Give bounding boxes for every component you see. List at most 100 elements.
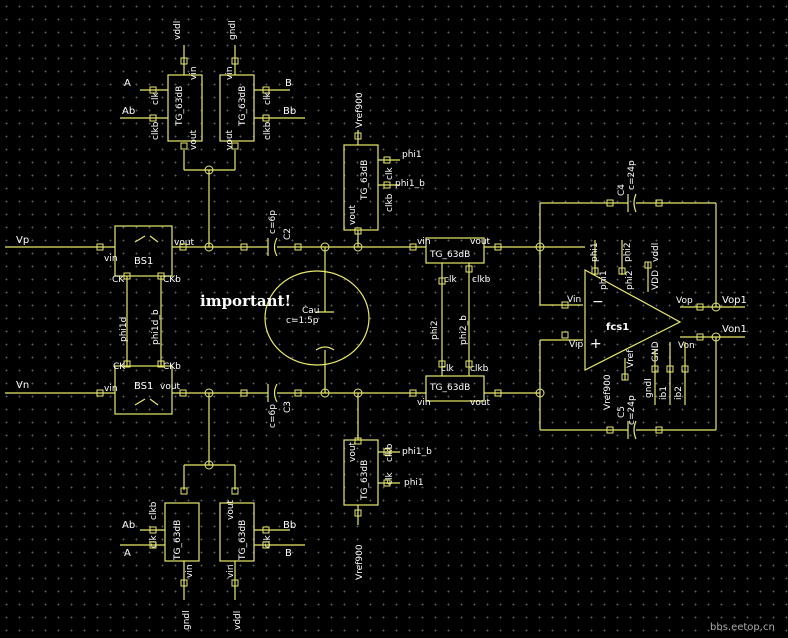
- net-vref900-top: Vref900: [355, 92, 365, 128]
- tg-top-right[interactable]: TG_63dB vin vout clk clkb: [219, 45, 305, 150]
- cap-c4[interactable]: C4 c=24p: [617, 160, 637, 213]
- net-phi1d: phi1d: [119, 317, 129, 342]
- wires: [5, 130, 745, 525]
- svg-text:c=1.5p: c=1.5p: [286, 316, 319, 326]
- svg-text:vout: vout: [174, 238, 195, 248]
- svg-text:clkb: clkb: [472, 275, 491, 285]
- net-vddl-op: vddl: [651, 243, 661, 262]
- cap-c2[interactable]: c=6p C2: [267, 210, 293, 257]
- important-annotation: important!: [200, 292, 291, 310]
- net-phi1-bottom: phi1: [404, 478, 424, 488]
- svg-text:clkb: clkb: [263, 121, 273, 140]
- highlight-ellipse: [264, 270, 370, 366]
- svg-text:vin: vin: [189, 66, 199, 80]
- svg-text:fcs1: fcs1: [606, 322, 629, 333]
- svg-text:C5: C5: [617, 406, 627, 418]
- cap-c3[interactable]: c=6p C3: [267, 383, 293, 428]
- net-phi1b-bottom: phi1_b: [402, 447, 432, 457]
- svg-text:C3: C3: [283, 401, 293, 413]
- svg-text:CKb: CKb: [163, 275, 181, 285]
- svg-text:Vref: Vref: [626, 349, 636, 368]
- tg-vref-bottom[interactable]: TG_63dB vout clkb clk: [343, 439, 400, 506]
- svg-text:c=6p: c=6p: [268, 404, 278, 428]
- svg-text:vin: vin: [417, 398, 431, 408]
- net-B-top: B: [285, 78, 292, 89]
- svg-text:clkb: clkb: [385, 193, 395, 212]
- svg-text:clk: clk: [263, 92, 273, 105]
- pin-ib2: ib2: [674, 386, 684, 400]
- svg-text:+: +: [590, 336, 602, 352]
- svg-text:vout: vout: [470, 398, 491, 408]
- net-vn: Vn: [16, 380, 29, 391]
- svg-text:clk: clk: [151, 92, 161, 105]
- cap-c5[interactable]: C5 c=24p: [617, 395, 637, 440]
- opamp-fcs1[interactable]: fcs1 Vin Vip − + Vop Von phi1 phi2 VDD V…: [567, 240, 695, 405]
- svg-text:clk: clk: [441, 364, 454, 374]
- svg-text:GND: GND: [651, 341, 661, 362]
- svg-text:vin: vin: [104, 384, 118, 394]
- net-phi2-b: phi2_b: [459, 315, 469, 345]
- bs1-bottom[interactable]: BS1 vin vout CK CKb: [104, 362, 181, 415]
- net-gndl-op: gndl: [644, 378, 654, 398]
- svg-text:clk: clk: [263, 535, 273, 548]
- net-gndl-top: gndl: [228, 20, 238, 40]
- svg-text:TG_63dB: TG_63dB: [360, 460, 370, 501]
- net-phi1d-b: phi1d_b: [151, 309, 161, 345]
- pin-ib1: ib1: [659, 386, 669, 400]
- tg-bottom-left[interactable]: TG_63dB clkb clk vin: [120, 501, 200, 600]
- svg-text:c=6p: c=6p: [268, 210, 278, 234]
- tg-top-left[interactable]: TG_63dB vin vout clk clkb: [120, 45, 203, 150]
- svg-text:c=24p: c=24p: [627, 395, 637, 425]
- svg-text:CK: CK: [112, 275, 125, 285]
- svg-text:vin: vin: [185, 564, 195, 578]
- svg-text:clk: clk: [385, 472, 395, 485]
- net-gndl-bottom: gndl: [182, 610, 192, 630]
- svg-text:CKb: CKb: [163, 362, 181, 372]
- bs1-top[interactable]: BS1 vin vout CK CKb: [104, 225, 195, 285]
- net-Bb-bottom: Bb: [283, 520, 296, 531]
- svg-text:TG_63dB: TG_63dB: [175, 86, 185, 127]
- tg-right-top[interactable]: TG_63dB vin vout clk clkb: [417, 237, 491, 285]
- svg-text:clkb: clkb: [151, 121, 161, 140]
- svg-text:vout: vout: [226, 499, 236, 520]
- net-A-top: A: [124, 78, 131, 89]
- svg-text:clk: clk: [149, 535, 159, 548]
- svg-text:phi2: phi2: [625, 270, 635, 290]
- svg-text:c=24p: c=24p: [627, 160, 637, 190]
- svg-text:Vip: Vip: [569, 340, 583, 350]
- svg-text:vout: vout: [470, 237, 491, 247]
- svg-text:Vop: Vop: [676, 296, 693, 306]
- svg-text:Cau: Cau: [302, 306, 320, 316]
- tg-vref-top[interactable]: TG_63dB vout clk clkb: [343, 144, 400, 231]
- svg-text:vin: vin: [104, 254, 118, 264]
- net-phi2: phi2: [430, 320, 440, 340]
- net-Bb-top: Bb: [283, 106, 296, 117]
- svg-text:TG_63dB: TG_63dB: [238, 520, 248, 561]
- svg-text:TG_63dB: TG_63dB: [360, 160, 370, 201]
- svg-text:CK: CK: [113, 362, 126, 372]
- svg-text:clk: clk: [385, 167, 395, 180]
- net-vref900-op: Vref900: [603, 374, 613, 410]
- net-Ab-bottom: Ab: [122, 520, 135, 531]
- tg-right-bottom[interactable]: TG_63dB vin vout clk clkb: [417, 364, 491, 408]
- net-vop1: Vop1: [722, 295, 747, 306]
- svg-text:vin: vin: [417, 237, 431, 247]
- net-vp: Vp: [16, 235, 29, 246]
- net-phi1-op: phi1: [590, 242, 600, 262]
- watermark: bbs.eetop.cn: [710, 622, 775, 633]
- svg-text:C4: C4: [617, 184, 627, 196]
- svg-text:BS1: BS1: [134, 256, 153, 267]
- net-phi2-op: phi2: [623, 242, 633, 262]
- cap-cau[interactable]: Cau c=1.5p: [286, 306, 335, 351]
- junction-dots: [204, 165, 721, 470]
- svg-text:vout: vout: [160, 382, 181, 392]
- svg-text:vout: vout: [225, 129, 235, 150]
- pin-markers: [96, 57, 704, 587]
- tg-bottom-right[interactable]: TG_63dB vout clk vin: [219, 499, 305, 600]
- svg-text:TG_63dB: TG_63dB: [429, 383, 470, 393]
- net-von1: Von1: [722, 324, 747, 335]
- svg-text:clk: clk: [444, 275, 457, 285]
- svg-text:C2: C2: [283, 228, 293, 240]
